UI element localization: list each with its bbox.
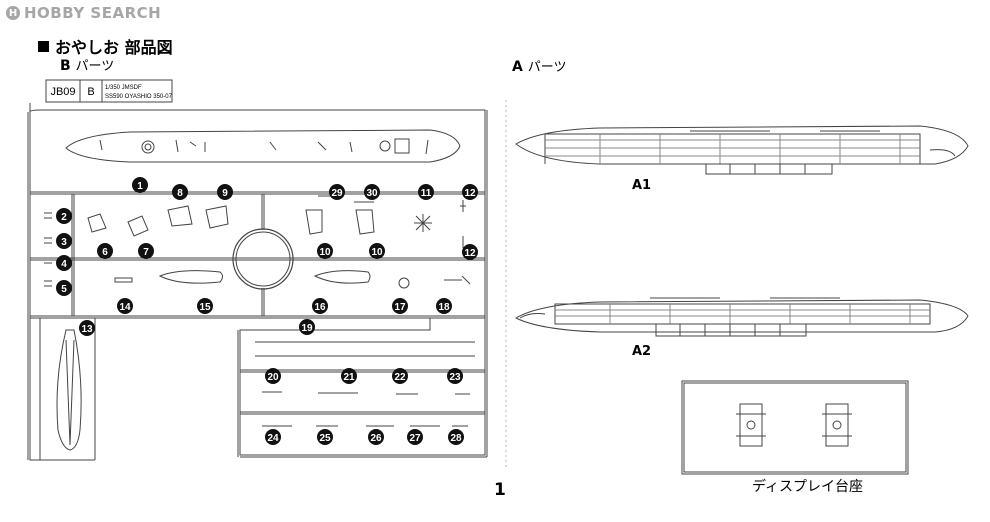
marker-26 [368,429,384,445]
num-22: 22 [394,372,406,383]
num-1: 1 [137,181,143,192]
num-9: 9 [222,188,228,199]
marker-11 [418,184,434,200]
hull-a1 [515,125,969,175]
num-12b: 12 [464,248,476,259]
marker-5 [56,280,72,296]
marker-10a [317,243,333,259]
hull-b-part-1 [65,129,461,163]
num-18: 18 [438,302,450,313]
sprue-tag-note2: SS590 OYASHIO 350-07 [105,94,173,100]
num-12a: 12 [464,188,476,199]
marker-27 [407,429,423,445]
num-21: 21 [343,372,355,383]
num-25: 25 [319,433,331,444]
square-bullet-icon [38,40,49,52]
marker-28 [448,429,464,445]
num-24: 24 [267,433,279,444]
sprue-tag-letter: B [87,86,94,98]
marker-16 [312,298,328,314]
num-2: 2 [61,212,67,223]
hobby-search-watermark: H HOBBY SEARCH [6,4,161,22]
num-6: 6 [102,247,108,258]
marker-7 [138,243,154,259]
parts-b-label: B パーツ [60,55,114,74]
marker-14 [117,298,133,314]
marker-12a [462,184,478,200]
num-28: 28 [450,433,462,444]
num-17: 17 [394,302,406,313]
parts-a-label: A パーツ [512,56,566,75]
marker-13 [79,320,95,336]
num-11: 11 [421,188,432,199]
sprue-tag-note1: 1/350 JMSDF [105,85,142,91]
num-10a: 10 [319,247,331,258]
part-number-labels: 1 2 3 4 5 6 7 8 9 10 10 11 12 12 13 14 1… [61,181,476,444]
sprue-tag-code: JB09 [50,86,75,98]
part-number-markers [56,177,478,445]
marker-17 [392,298,408,314]
num-4: 4 [61,259,67,270]
parts-b-letter: B [60,58,71,74]
hobby-search-logo-icon: H [6,6,20,20]
part-a1-label: A1 [632,178,652,193]
marker-21 [341,368,357,384]
marker-1 [132,177,148,193]
num-26: 26 [370,433,382,444]
num-27: 27 [409,433,421,444]
marker-10b [369,243,385,259]
marker-12b [462,244,478,260]
page-number: 1 [494,480,506,500]
marker-18 [436,298,452,314]
marker-8 [172,184,188,200]
marker-24 [265,429,281,445]
num-13: 13 [81,324,93,335]
marker-4 [56,255,72,271]
num-29: 29 [331,188,343,199]
num-15: 15 [199,302,211,313]
parts-b-suffix: パーツ [75,59,115,74]
marker-2 [56,208,72,224]
marker-9 [217,184,233,200]
marker-3 [56,233,72,249]
num-14: 14 [119,302,131,313]
watermark-text: HOBBY SEARCH [24,4,162,22]
page-title: おやしお 部品図 [38,34,173,58]
parts-a-suffix: パーツ [527,60,567,75]
num-8: 8 [177,188,183,199]
num-5: 5 [61,284,67,295]
num-16: 16 [314,302,326,313]
marker-22 [392,368,408,384]
marker-29 [329,184,345,200]
num-20: 20 [267,372,279,383]
marker-19 [299,319,315,335]
num-30: 30 [366,188,378,199]
num-19: 19 [301,323,313,334]
num-3: 3 [61,237,67,248]
marker-6 [97,243,113,259]
display-stand [681,380,909,475]
marker-25 [317,429,333,445]
num-23: 23 [449,372,461,383]
num-10b: 10 [371,247,383,258]
marker-15 [197,298,213,314]
marker-20 [265,368,281,384]
parts-a-letter: A [512,59,523,75]
page-title-text: おやしお 部品図 [55,38,173,57]
small-parts-b [44,195,475,451]
display-stand-caption: ディスプレイ台座 [752,479,864,495]
part-a2-label: A2 [632,344,652,359]
marker-30 [364,184,380,200]
hull-a2 [514,297,969,337]
num-7: 7 [143,247,149,258]
sprue-b-frame [27,79,488,461]
marker-23 [447,368,463,384]
